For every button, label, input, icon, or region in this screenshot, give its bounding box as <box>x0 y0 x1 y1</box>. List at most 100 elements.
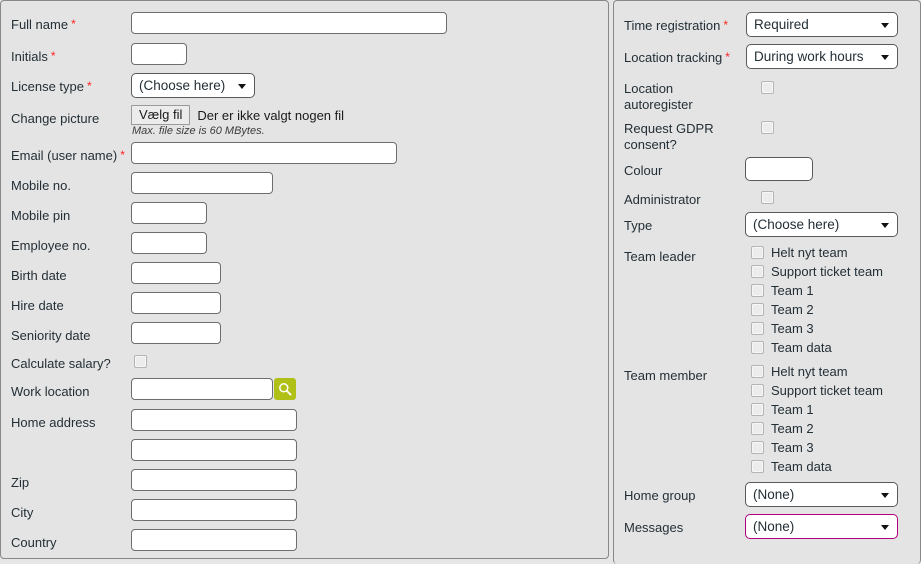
home-group-select[interactable]: (None) <box>745 482 898 507</box>
label-city: City <box>11 505 34 520</box>
team-member-checkbox[interactable] <box>751 365 764 378</box>
hire-date-input[interactable] <box>131 292 221 314</box>
employee-no-input[interactable] <box>131 232 207 254</box>
team-leader-option-row[interactable]: Team 3 <box>751 321 814 336</box>
team-leader-checkbox[interactable] <box>751 341 764 354</box>
team-leader-option-label: Team data <box>771 340 832 355</box>
email-input[interactable] <box>131 142 397 164</box>
work-location-input[interactable] <box>131 378 273 400</box>
required-marker: * <box>87 79 92 93</box>
required-marker: * <box>723 18 728 32</box>
required-marker: * <box>71 17 76 31</box>
label-mobile-pin: Mobile pin <box>11 208 71 223</box>
location-autoregister-checkbox[interactable] <box>761 81 774 94</box>
team-leader-checkbox[interactable] <box>751 265 764 278</box>
zip-input[interactable] <box>131 469 297 491</box>
label-mobile-no: Mobile no. <box>11 178 71 193</box>
seniority-date-input[interactable] <box>131 322 221 344</box>
city-input[interactable] <box>131 499 297 521</box>
team-leader-checkbox[interactable] <box>751 322 764 335</box>
license-type-select-wrap: (Choose here) <box>131 73 255 98</box>
colour-input[interactable] <box>745 157 813 181</box>
required-marker: * <box>725 50 730 64</box>
team-member-option-label: Team 2 <box>771 421 814 436</box>
administrator-checkbox[interactable] <box>761 191 774 204</box>
team-member-option-row[interactable]: Helt nyt team <box>751 364 848 379</box>
required-marker: * <box>50 49 56 63</box>
team-leader-option-label: Team 3 <box>771 321 814 336</box>
team-leader-option-label: Team 1 <box>771 283 814 298</box>
team-member-option-row[interactable]: Team 1 <box>751 402 814 417</box>
label-work-location: Work location <box>11 384 90 399</box>
label-team-leader: Team leader <box>624 249 696 264</box>
time-registration-select-wrap: Required <box>746 12 898 37</box>
initials-input[interactable] <box>131 43 187 65</box>
team-leader-option-row[interactable]: Support ticket team <box>751 264 883 279</box>
calculate-salary-checkbox[interactable] <box>134 355 147 368</box>
team-member-option-row[interactable]: Team 3 <box>751 440 814 455</box>
home-address-line1-input[interactable] <box>131 409 297 431</box>
team-member-checkbox[interactable] <box>751 441 764 454</box>
label-zip: Zip <box>11 475 30 490</box>
team-member-option-row[interactable]: Team data <box>751 459 832 474</box>
messages-select[interactable]: (None) <box>745 514 898 539</box>
team-leader-option-row[interactable]: Team 1 <box>751 283 814 298</box>
search-icon <box>279 383 292 396</box>
home-address-line2-input[interactable] <box>131 439 297 461</box>
label-location-tracking: Location tracking* <box>624 50 730 65</box>
team-member-checkbox[interactable] <box>751 384 764 397</box>
work-location-search-button[interactable] <box>274 378 296 400</box>
type-select-wrap: (Choose here) <box>745 212 898 237</box>
messages-select-wrap: (None) <box>745 514 898 539</box>
team-member-checkbox[interactable] <box>751 403 764 416</box>
full-name-input[interactable] <box>131 12 447 34</box>
label-type: Type <box>624 218 653 233</box>
label-colour: Colour <box>624 163 663 178</box>
label-change-picture: Change picture <box>11 111 100 126</box>
request-gdpr-consent-checkbox[interactable] <box>761 121 774 134</box>
team-leader-checkbox[interactable] <box>751 303 764 316</box>
home-group-select-wrap: (None) <box>745 482 898 507</box>
label-location-autoregister: Location autoregister <box>624 81 693 112</box>
choose-file-button[interactable]: Vælg fil <box>131 105 191 125</box>
label-messages: Messages <box>624 520 684 535</box>
birth-date-input[interactable] <box>131 262 221 284</box>
team-leader-option-label: Helt nyt team <box>771 245 848 260</box>
label-country: Country <box>11 535 57 550</box>
team-leader-checkbox[interactable] <box>751 246 764 259</box>
label-initials: Initials* <box>11 49 56 64</box>
team-member-option-label: Team data <box>771 459 832 474</box>
time-registration-select[interactable]: Required <box>746 12 898 37</box>
team-leader-option-label: Team 2 <box>771 302 814 317</box>
label-email: Email (user name)* <box>11 148 125 163</box>
label-employee-no: Employee no. <box>11 238 91 253</box>
team-member-checkbox[interactable] <box>751 422 764 435</box>
mobile-no-input[interactable] <box>131 172 273 194</box>
team-member-option-row[interactable]: Support ticket team <box>751 383 883 398</box>
personal-details-panel: Full name* Initials* License type* (Choo… <box>0 0 609 559</box>
team-leader-option-row[interactable]: Helt nyt team <box>751 245 848 260</box>
team-member-option-row[interactable]: Team 2 <box>751 421 814 436</box>
label-birth-date: Birth date <box>11 268 67 283</box>
team-member-option-label: Team 3 <box>771 440 814 455</box>
label-hire-date: Hire date <box>11 298 64 313</box>
change-picture-file-input[interactable]: Vælg fil Der er ikke valgt nogen fil <box>131 105 344 125</box>
team-member-checkbox[interactable] <box>751 460 764 473</box>
label-seniority-date: Seniority date <box>11 328 91 343</box>
label-full-name: Full name* <box>11 17 76 32</box>
label-home-group: Home group <box>624 488 696 503</box>
type-select[interactable]: (Choose here) <box>745 212 898 237</box>
team-leader-checkbox[interactable] <box>751 284 764 297</box>
country-input[interactable] <box>131 529 297 551</box>
label-home-address: Home address <box>11 415 96 430</box>
file-status-text: Der er ikke valgt nogen fil <box>197 107 345 123</box>
location-tracking-select[interactable]: During work hours <box>746 44 898 69</box>
label-calculate-salary: Calculate salary? <box>11 356 111 371</box>
mobile-pin-input[interactable] <box>131 202 207 224</box>
label-team-member: Team member <box>624 368 708 383</box>
team-leader-option-row[interactable]: Team data <box>751 340 832 355</box>
label-request-gdpr-consent: Request GDPR consent? <box>624 121 714 152</box>
team-leader-option-row[interactable]: Team 2 <box>751 302 814 317</box>
label-time-registration: Time registration* <box>624 18 728 33</box>
license-type-select[interactable]: (Choose here) <box>131 73 255 98</box>
